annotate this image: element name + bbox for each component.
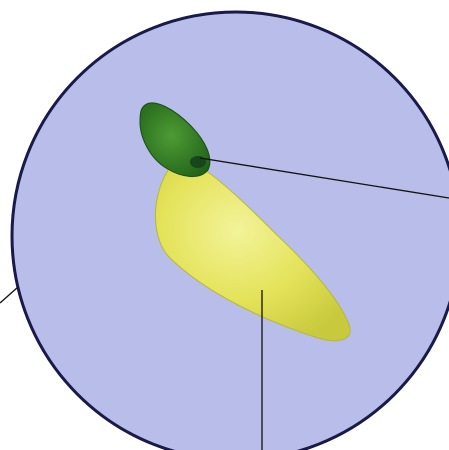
leader-line-left — [0, 287, 18, 303]
embryo-dark-spot — [190, 156, 206, 168]
